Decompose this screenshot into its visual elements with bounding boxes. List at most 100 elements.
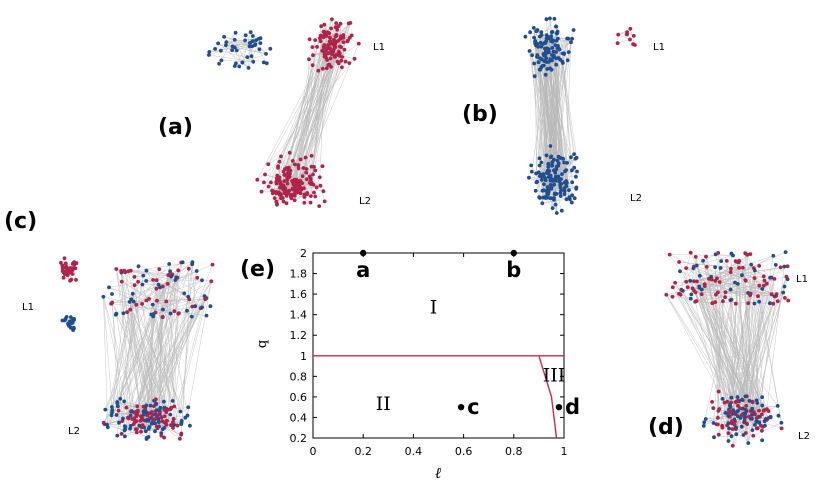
node <box>304 170 309 175</box>
node <box>529 163 534 168</box>
node <box>219 48 223 53</box>
node <box>550 46 555 50</box>
edge <box>226 41 267 55</box>
node <box>257 47 262 52</box>
node <box>190 260 195 265</box>
x-tick-label: 0.8 <box>505 445 523 458</box>
node <box>553 202 558 207</box>
interlayer-edge <box>103 296 108 428</box>
node <box>174 275 179 280</box>
data-point-c <box>457 403 465 411</box>
region-label-III: III <box>543 364 566 386</box>
panel-b-l2-label: L2 <box>630 193 642 204</box>
interlayer-edge <box>562 63 577 158</box>
node <box>771 301 776 306</box>
interlayer-edge <box>718 261 736 392</box>
node <box>723 290 728 295</box>
interlayer-edge <box>282 61 346 190</box>
interlayer-edge <box>136 297 207 433</box>
node <box>554 50 558 54</box>
node <box>131 299 136 304</box>
node <box>318 183 323 188</box>
node <box>737 258 742 263</box>
node <box>546 161 551 166</box>
node <box>572 196 577 201</box>
node <box>290 159 295 163</box>
edge <box>753 422 782 436</box>
node <box>162 407 167 412</box>
node <box>757 283 762 288</box>
x-tick-label: 0.2 <box>354 445 372 458</box>
node <box>233 30 238 35</box>
node <box>123 270 128 275</box>
node <box>562 187 566 192</box>
node <box>62 256 67 261</box>
edge <box>712 264 752 304</box>
node <box>101 294 106 299</box>
node <box>146 427 151 431</box>
node <box>537 195 542 200</box>
node <box>778 265 783 270</box>
node <box>768 301 772 306</box>
node <box>744 404 748 408</box>
node <box>546 165 551 169</box>
interlayer-edge <box>187 281 212 416</box>
node <box>759 412 764 417</box>
node <box>230 48 235 53</box>
node <box>59 260 63 265</box>
node <box>768 415 773 420</box>
node <box>146 418 151 423</box>
network-a-nodes <box>207 17 361 209</box>
node <box>140 425 145 429</box>
edge <box>748 418 751 444</box>
interlayer-edge <box>744 292 784 414</box>
node <box>532 74 537 79</box>
node <box>222 34 227 39</box>
node <box>673 280 677 285</box>
node <box>141 413 146 417</box>
interlayer-edge <box>121 272 182 421</box>
interlayer-edge <box>103 296 113 411</box>
edge <box>745 265 760 281</box>
node <box>121 416 125 421</box>
node <box>247 44 252 49</box>
node <box>237 64 242 69</box>
data-point-label-a: a <box>356 258 370 282</box>
node <box>110 300 115 305</box>
node <box>633 43 637 47</box>
node <box>109 413 114 418</box>
node <box>183 415 188 420</box>
node <box>739 424 744 429</box>
node <box>550 58 554 63</box>
node <box>169 405 174 410</box>
data-point-b <box>510 249 517 257</box>
node <box>130 417 135 421</box>
node <box>347 61 352 65</box>
node <box>250 44 255 49</box>
node <box>69 319 73 324</box>
interlayer-edge <box>145 281 212 408</box>
node <box>135 413 140 417</box>
node <box>546 175 551 179</box>
node <box>259 189 264 194</box>
node <box>124 405 129 410</box>
node <box>736 403 740 408</box>
interlayer-edge <box>706 266 725 403</box>
panel-d-l2-label: L2 <box>798 431 810 442</box>
node <box>349 33 354 38</box>
edge <box>236 42 251 51</box>
node <box>754 416 759 420</box>
edge <box>669 254 733 256</box>
edge <box>171 264 193 277</box>
edge <box>618 28 631 35</box>
node <box>704 265 709 269</box>
node <box>574 174 578 179</box>
node <box>207 50 212 54</box>
node <box>144 279 149 283</box>
data-point-a <box>360 249 367 257</box>
node <box>680 289 685 293</box>
node <box>107 285 111 290</box>
node <box>531 26 536 30</box>
